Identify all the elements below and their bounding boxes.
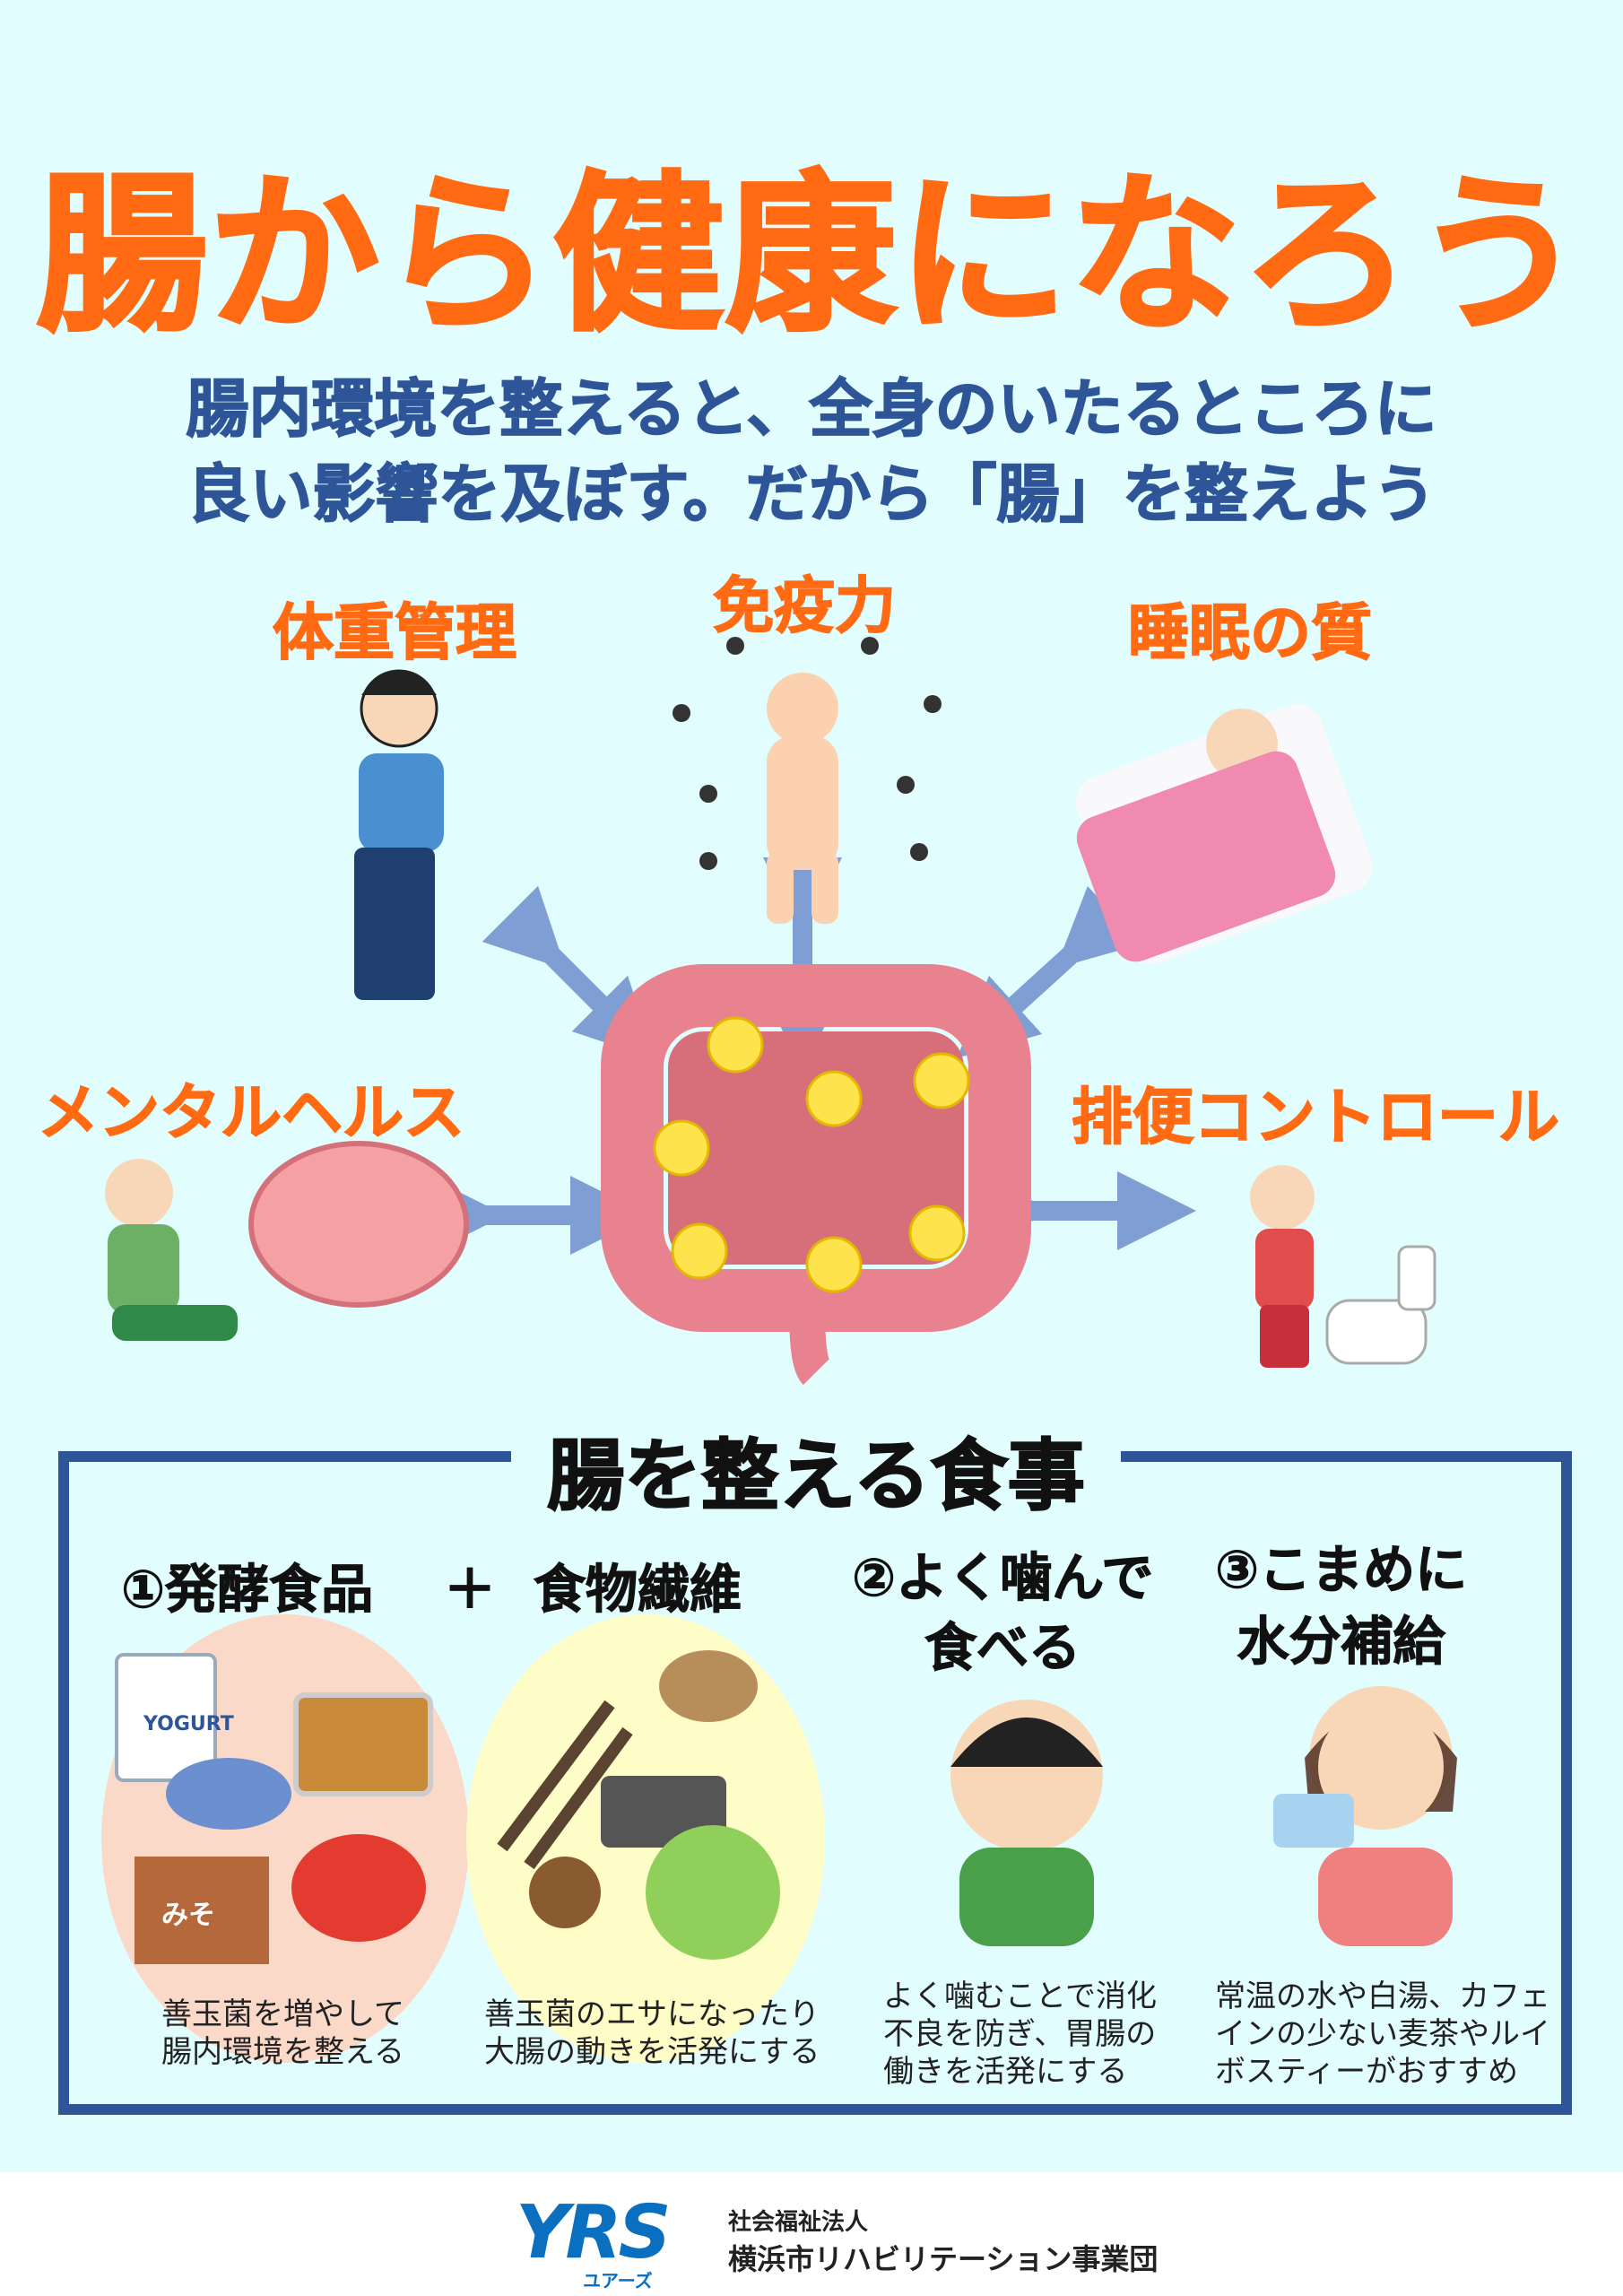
org-type: 社会福祉法人 (728, 2209, 869, 2236)
desc-fiber: 善玉菌のエサになったり 大腸の動きを活発にする (484, 1996, 820, 2070)
heading-chew: ②よく噛んで 食べる (851, 1547, 1154, 1679)
benefit-immunity-label: 免疫力 (712, 570, 897, 643)
page-title: 腸から健康になろう (35, 154, 1586, 356)
desc-fermented: 善玉菌を増やして 腸内環境を整える (161, 1996, 404, 2070)
fiber-food-illustration (497, 1650, 780, 1960)
meals-title: 腸を整える食事 (511, 1413, 1121, 1525)
benefit-weight-label: 体重管理 (272, 597, 517, 670)
yrs-logo-kana: ユアーズ (583, 2270, 653, 2292)
fermented-food-illustration (115, 1653, 433, 1964)
subtitle-line-1: 腸内環境を整えると、全身のいたるところに (186, 371, 1438, 447)
yogurt-label: YOGURT (143, 1713, 234, 1735)
heading-plus: ＋ (443, 1559, 497, 1621)
heading-hydration: ③こまめに 水分補給 (1214, 1539, 1468, 1673)
immunity-figure-illustration (673, 637, 942, 924)
benefit-bowel-label: 排便コントロール (1071, 1082, 1560, 1154)
org-name: 横浜市リハビリテーション事業団 (728, 2242, 1159, 2276)
arrow-weight (482, 885, 656, 1060)
intestine-illustration (601, 964, 1031, 1386)
benefit-mental-label: メンタルヘルス (37, 1077, 465, 1150)
sleeping-person-illustration (1075, 704, 1373, 964)
yrs-logo: YRS (516, 2190, 672, 2275)
chewing-boy-illustration (950, 1700, 1103, 1946)
heading-fiber: 食物繊維 (533, 1559, 742, 1621)
meals-box (58, 1451, 1572, 2115)
miso-label: みそ (161, 1900, 215, 1931)
desc-hydration: 常温の水や白湯、カフェ インの少ない麦茶やルイ ボスティーがおすすめ (1215, 1979, 1550, 2090)
mental-health-illustration (105, 1141, 469, 1341)
weight-person-illustration (354, 669, 444, 1000)
desc-chew: よく噛むことで消化 不良を防ぎ、胃腸の 働きを活発にする (883, 1979, 1157, 2090)
heading-fermented: ①発酵食品 (120, 1559, 374, 1621)
subtitle-line-2: 良い影響を及ぼす。だから「腸」を整えよう (187, 457, 1437, 532)
footer: YRS ユアーズ 社会福祉法人 横浜市リハビリテーション事業団 (0, 2172, 1623, 2296)
drinking-woman-illustration (1273, 1686, 1457, 1946)
bowel-person-illustration (1250, 1165, 1436, 1368)
benefit-sleep-label: 睡眠の質 (1127, 597, 1373, 670)
